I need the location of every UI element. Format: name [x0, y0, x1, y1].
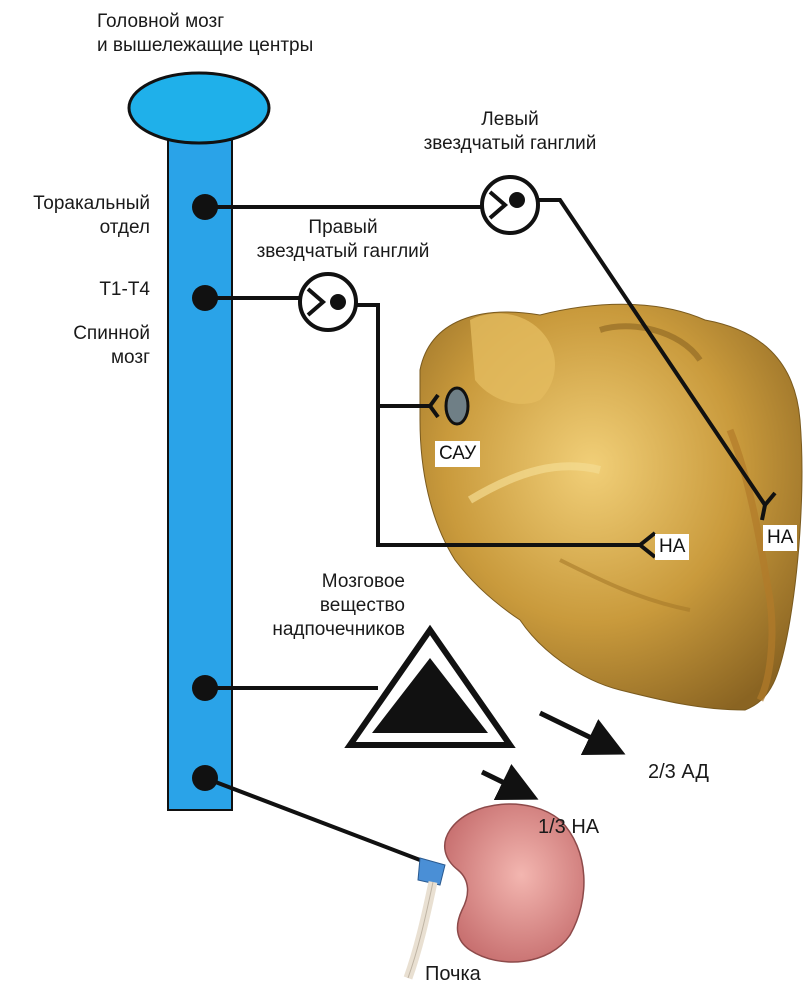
- adrenal-label: Мозговое вещество надпочечников: [230, 570, 405, 642]
- spinal-cord: [168, 140, 232, 810]
- t1t4-label: Т1-Т4: [8, 278, 150, 302]
- na-left-label: НА: [655, 534, 689, 560]
- left-ganglion-icon: [482, 177, 538, 233]
- adrenal-label-line2: вещество: [230, 594, 405, 618]
- spinal-label: Спинной мозг: [8, 322, 150, 370]
- spinal-node-t1t4: [192, 285, 218, 311]
- left-ganglion-label-line1: Левый: [395, 108, 625, 132]
- thoracic-label-line1: Торакальный: [8, 192, 150, 216]
- adrenal-label-line3: надпочечников: [230, 618, 405, 642]
- arrow-ad: [540, 713, 612, 748]
- spinal-node-kidney: [192, 765, 218, 791]
- arrow-na-third: [482, 772, 525, 793]
- na-right-label: НА: [763, 525, 797, 551]
- right-ganglion-icon: [300, 274, 356, 330]
- brain-label-line2: и вышележащие центры: [97, 34, 313, 58]
- kidney-label: Почка: [425, 962, 481, 986]
- adrenal-label-line1: Мозговое: [230, 570, 405, 594]
- spinal-node-adrenal: [192, 675, 218, 701]
- brain-label: Головной мозг и вышележащие центры: [97, 10, 313, 58]
- spinal-node-thoracic: [192, 194, 218, 220]
- spinal-label-line1: Спинной: [8, 322, 150, 346]
- left-ganglion-label: Левый звездчатый ганглий: [395, 108, 625, 156]
- right-ganglion-label-line2: звездчатый ганглий: [228, 240, 458, 264]
- na-third-label: 1/3 НА: [538, 815, 599, 839]
- thoracic-label: Торакальный отдел: [8, 192, 150, 240]
- right-ganglion-label: Правый звездчатый ганглий: [228, 216, 458, 264]
- sau-label: САУ: [435, 441, 480, 467]
- brain-label-line1: Головной мозг: [97, 10, 313, 34]
- brain-ellipse: [129, 73, 269, 143]
- heart-image: [420, 304, 802, 710]
- right-ganglion-label-line1: Правый: [228, 216, 458, 240]
- left-ganglion-label-line2: звездчатый ганглий: [395, 132, 625, 156]
- spinal-label-line2: мозг: [8, 346, 150, 370]
- thoracic-label-line2: отдел: [8, 216, 150, 240]
- ad-label: 2/3 АД: [648, 760, 709, 784]
- sau-node: [446, 388, 468, 424]
